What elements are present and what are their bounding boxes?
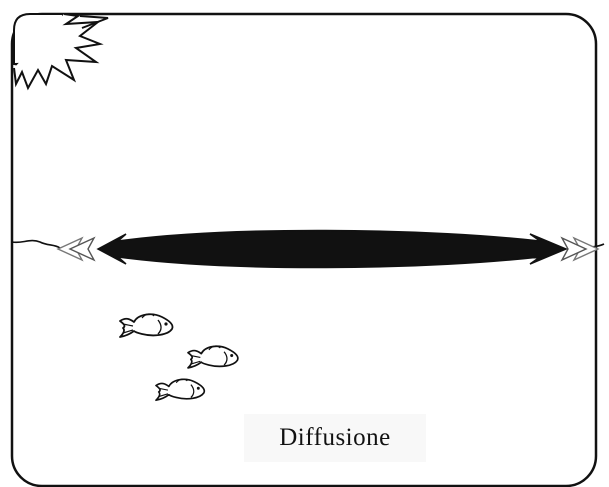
- caption-box: Diffusione: [244, 414, 426, 462]
- diagram-caption: Diffusione: [279, 424, 390, 452]
